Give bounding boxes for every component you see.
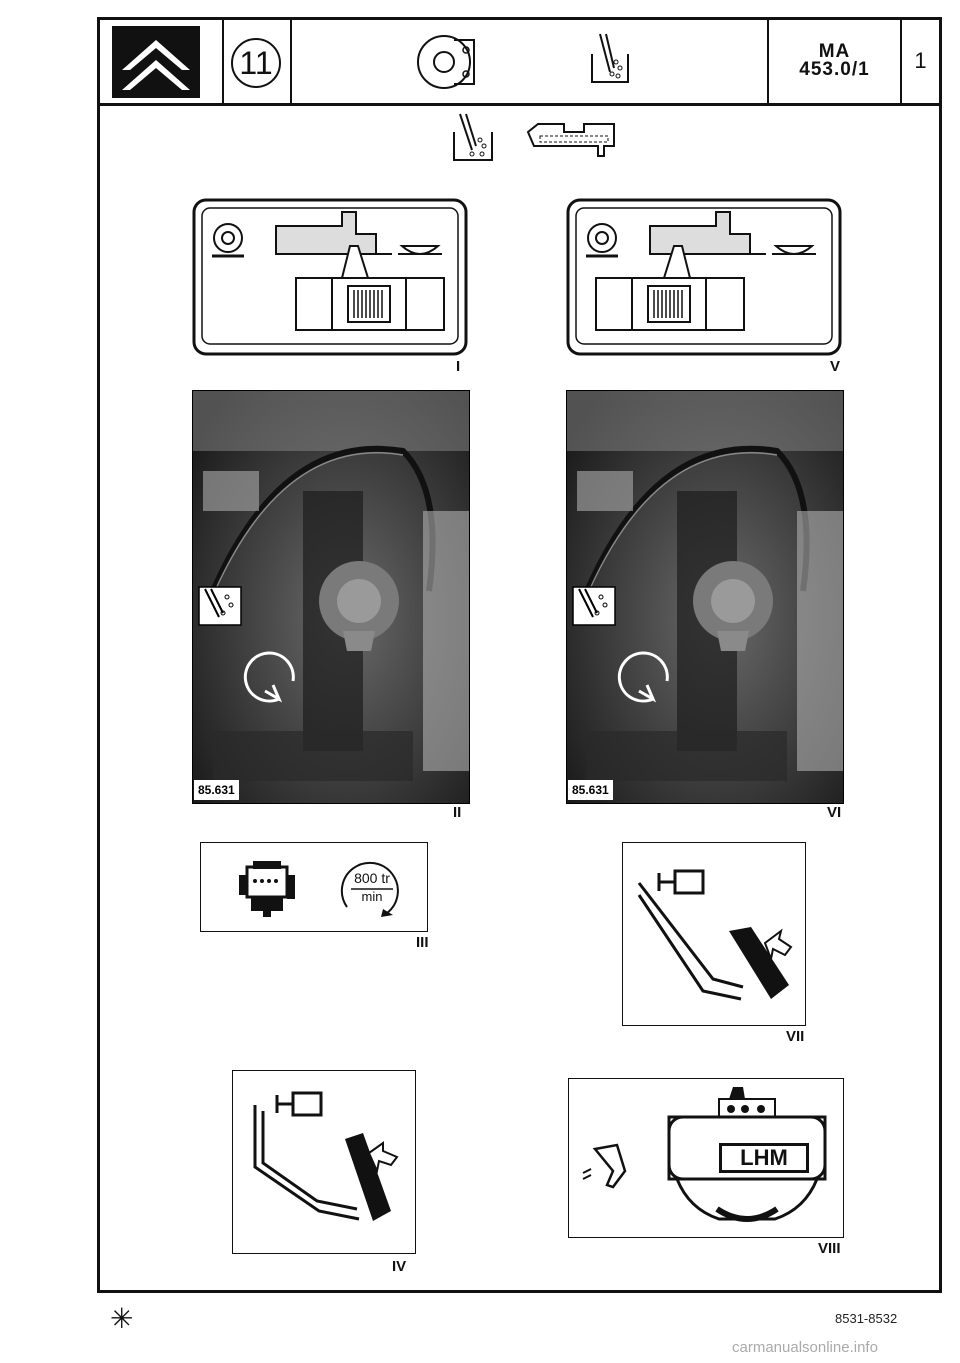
figure-iii-box: 800 tr min — [200, 842, 428, 932]
figure-iv-box — [232, 1070, 416, 1254]
bleed-jar-icon — [591, 33, 629, 83]
footer-code: 8531-8532 — [835, 1311, 898, 1326]
figure-label: VI — [827, 804, 842, 821]
bleed-jar-icon — [453, 113, 493, 161]
citroen-logo — [112, 26, 200, 98]
figure-label: V — [830, 358, 841, 375]
brake-pedal-pressed-icon — [253, 1091, 399, 1221]
watermark[interactable]: carmanualsonline.info — [732, 1339, 878, 1356]
figure-ii-photo — [192, 390, 470, 804]
figure-v-schematic — [566, 198, 842, 356]
figure-vi-photo — [566, 390, 844, 804]
brake-pipe-icon — [526, 123, 615, 157]
header-bar: 11 MA 453.0/1 1 — [100, 20, 939, 106]
header-divider — [290, 20, 292, 103]
brake-pedal-released-icon — [637, 869, 793, 1001]
reference-line1: MA — [818, 41, 851, 62]
figure-i-schematic — [192, 198, 468, 356]
header-divider — [222, 20, 224, 103]
page-number: 1 — [914, 48, 927, 73]
figure-label: II — [453, 804, 462, 821]
figure-label: IV — [392, 1258, 407, 1275]
figure-label: VII — [786, 1028, 805, 1045]
engine-speed-unit: min — [361, 889, 383, 904]
chapter-number: 11 — [231, 38, 281, 88]
brake-disc-icon — [417, 35, 475, 89]
page-frame — [97, 17, 942, 1293]
figure-label: I — [456, 358, 461, 375]
engine-icon — [239, 861, 295, 917]
footer-symbol: ✳ — [110, 1303, 134, 1334]
photo-tag: 85.631 — [568, 780, 613, 800]
reference-line2: 453.0/1 — [799, 59, 870, 80]
figure-vii-box — [622, 842, 806, 1026]
header-divider — [900, 20, 902, 103]
photo-tag: 85.631 — [194, 780, 239, 800]
header-divider — [767, 20, 769, 103]
figure-viii-box: LHM — [568, 1078, 844, 1238]
lhm-label: LHM — [719, 1143, 809, 1173]
figure-label: III — [416, 934, 429, 951]
figure-label: VIII — [818, 1240, 841, 1257]
engine-speed-value: 800 tr — [354, 870, 390, 886]
engine-speed-dial-icon — [340, 861, 399, 917]
